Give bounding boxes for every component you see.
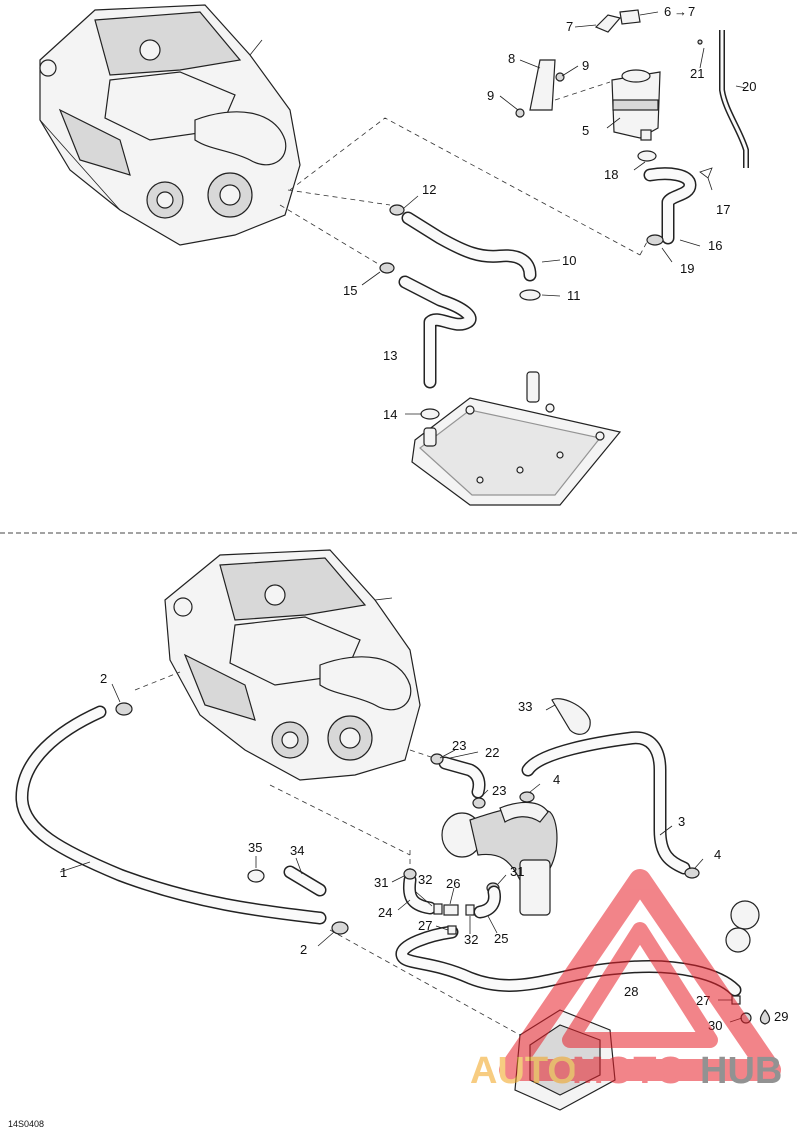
callout-4-upper: 4 xyxy=(553,772,560,787)
hose-16 xyxy=(643,167,697,245)
callout-1: 1 xyxy=(60,865,67,880)
drawing-code: 14S0408 xyxy=(8,1119,44,1129)
callout-7: 7 xyxy=(566,19,573,34)
clamp-31-left xyxy=(403,868,417,880)
callout-31-left: 31 xyxy=(374,875,388,890)
routing-lines-top xyxy=(279,81,649,269)
callout-26: 26 xyxy=(446,876,460,891)
clamp-18 xyxy=(637,150,657,162)
watermark-triangle-outer xyxy=(499,869,781,1081)
callout-17: 17 xyxy=(716,202,730,217)
clamp-23-upper xyxy=(430,753,444,765)
top-assembly: 5 6 → 7 7 8 9 9 10 11 12 13 14 15 16 17 … xyxy=(39,4,756,506)
callout-11: 11 xyxy=(567,288,581,303)
callout-24: 24 xyxy=(378,905,392,920)
callout-31-right: 31 xyxy=(510,864,524,879)
hose-24 xyxy=(402,873,437,915)
intercooler-elbow xyxy=(441,801,558,916)
engine-illustration-bottom xyxy=(164,549,421,781)
callout-28: 28 xyxy=(624,984,638,999)
callout-16: 16 xyxy=(708,238,722,253)
vent-tube-20-inner xyxy=(720,30,748,168)
callout-18: 18 xyxy=(604,167,618,182)
callout-27-left: 27 xyxy=(418,918,432,933)
drop-29 xyxy=(759,1009,771,1025)
callout-2-lower: 2 xyxy=(300,942,307,957)
engine-illustration-top xyxy=(39,4,301,246)
callout-23-lower: 23 xyxy=(492,783,506,798)
hose-25 xyxy=(473,885,501,919)
hose-13 xyxy=(398,275,477,389)
callout-35: 35 xyxy=(248,840,262,855)
bottom-assembly: 1 2 2 3 4 4 22 23 23 24 25 26 27 27 28 2… xyxy=(15,549,788,1111)
callout-9-right: 9 xyxy=(582,58,589,73)
clamp-2-lower xyxy=(331,921,349,935)
callout-21: 21 xyxy=(690,66,704,81)
tie-21 xyxy=(697,39,703,45)
gasket-33 xyxy=(551,698,591,735)
hose-3 xyxy=(521,731,691,875)
hose-22 xyxy=(438,756,486,799)
bracket-8 xyxy=(515,59,565,118)
callout-33: 33 xyxy=(518,699,532,714)
watermark-text-auto: AUTO xyxy=(470,1050,577,1092)
callout-29: 29 xyxy=(774,1009,788,1024)
callout-15: 15 xyxy=(343,283,357,298)
hose-10 xyxy=(401,211,537,282)
callout-25: 25 xyxy=(494,931,508,946)
routing-lines-bottom xyxy=(134,671,521,1036)
clamp-4-upper xyxy=(519,791,535,803)
callout-23-upper: 23 xyxy=(452,738,466,753)
clamp-14 xyxy=(420,408,440,420)
callout-19: 19 xyxy=(680,261,694,276)
clamp-19 xyxy=(646,234,664,246)
callout-3: 3 xyxy=(678,814,685,829)
reservoir-cap-6 xyxy=(619,9,641,25)
watermark-text-hub: HUB xyxy=(700,1050,782,1092)
clamp-27-left xyxy=(447,925,457,935)
clamp-23-lower xyxy=(472,797,486,809)
callout-14: 14 xyxy=(383,407,397,422)
callout-9-left: 9 xyxy=(487,88,494,103)
decal-7 xyxy=(594,14,622,33)
watermark-logo: AUTO MOTO HUB xyxy=(470,869,782,1092)
callout-20: 20 xyxy=(742,79,756,94)
clamp-17 xyxy=(699,167,713,179)
hose-34 xyxy=(283,865,327,897)
callout-32-right: 32 xyxy=(464,932,478,947)
callout-2-upper: 2 xyxy=(100,671,107,686)
clamp-32-right xyxy=(465,904,475,916)
callout-12: 12 xyxy=(422,182,436,197)
clamp-12 xyxy=(389,204,405,216)
clamp-11 xyxy=(519,289,541,301)
clamp-32-left xyxy=(433,903,443,915)
coolant-reservoir xyxy=(611,69,661,141)
ride-plate-heat-exchanger xyxy=(411,371,622,506)
callout-8: 8 xyxy=(508,51,515,66)
callout-4-lower: 4 xyxy=(714,847,721,862)
callout-13: 13 xyxy=(383,348,397,363)
callout-10: 10 xyxy=(562,253,576,268)
watermark-triangle-inner xyxy=(562,922,718,1048)
callout-7-ref: 7 xyxy=(688,4,695,19)
callout-5: 5 xyxy=(582,123,589,138)
clamp-15 xyxy=(379,262,395,274)
callout-6: 6 xyxy=(664,4,671,19)
hose-1 xyxy=(15,705,327,925)
leaders-top xyxy=(361,11,747,415)
callout-22: 22 xyxy=(485,745,499,760)
sleeve-35 xyxy=(247,869,265,883)
callout-32-left: 32 xyxy=(418,872,432,887)
callout-34: 34 xyxy=(290,843,304,858)
hose-28 xyxy=(395,925,742,997)
clamp-4-lower xyxy=(684,867,700,879)
fitting-26 xyxy=(443,904,459,916)
arrow-6-to-7: → xyxy=(674,4,687,19)
clamp-2-upper xyxy=(115,702,133,716)
watermark-text-moto: MOTO xyxy=(572,1050,685,1092)
